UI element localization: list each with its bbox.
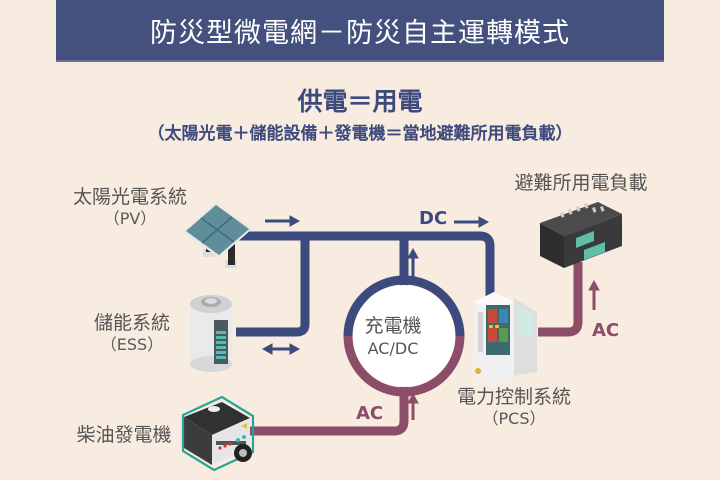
pcs-name: 電力控制系統 bbox=[456, 386, 571, 408]
page-title: 防災型微電網－防災自主運轉模式 bbox=[150, 17, 570, 49]
arrow-charger-up bbox=[407, 247, 419, 283]
ac-flow-label-load: AC bbox=[592, 320, 620, 341]
equation-sub: （太陽光電＋儲能設備＋發電機＝當地避難所用電負載） bbox=[147, 124, 573, 144]
battery-icon bbox=[190, 295, 232, 372]
arrow-generator-up bbox=[407, 392, 419, 420]
control-cabinet-icon bbox=[474, 292, 537, 386]
ac-lines bbox=[248, 262, 583, 436]
arrow-dc-right bbox=[454, 216, 490, 228]
charger-name: 充電機 bbox=[364, 315, 422, 337]
generator-name: 柴油發電機 bbox=[76, 424, 172, 446]
generator-icon bbox=[181, 395, 255, 472]
dc-flow-label: DC bbox=[419, 208, 448, 229]
ac-flow-label-generator: AC bbox=[356, 403, 384, 424]
load-server-icon bbox=[540, 202, 622, 268]
ess-name: 儲能系統 bbox=[93, 312, 170, 334]
pv-abbr: （PV） bbox=[103, 209, 157, 228]
pcs-abbr: （PCS） bbox=[482, 409, 546, 428]
pv-name: 太陽光電系統 bbox=[72, 186, 187, 208]
charger-type: AC/DC bbox=[367, 339, 419, 358]
charger-label: 充電機 AC/DC bbox=[346, 314, 440, 360]
ac-load-line bbox=[538, 262, 583, 337]
arrow-ess-bidirectional bbox=[261, 343, 301, 355]
pcs-label: 電力控制系統 （PCS） bbox=[444, 386, 584, 430]
ac-generator-line bbox=[248, 380, 409, 436]
ess-label: 儲能系統 （ESS） bbox=[82, 312, 182, 356]
dc-main-line bbox=[238, 231, 495, 300]
dc-ess-line bbox=[236, 236, 310, 337]
arrow-load-up bbox=[588, 279, 600, 310]
solar-panel-icon bbox=[183, 203, 252, 268]
charger-circle bbox=[343, 275, 465, 397]
load-name: 避難所用電負載 bbox=[514, 172, 648, 194]
pv-label: 太陽光電系統 （PV） bbox=[60, 186, 200, 230]
ess-abbr: （ESS） bbox=[100, 335, 164, 354]
title-banner: 防災型微電網－防災自主運轉模式 bbox=[56, 0, 664, 62]
equation-main: 供電＝用電 bbox=[297, 87, 423, 116]
load-label: 避難所用電負載 bbox=[496, 172, 666, 194]
generator-label: 柴油發電機 bbox=[64, 424, 184, 446]
arrow-pv-right bbox=[265, 215, 301, 227]
